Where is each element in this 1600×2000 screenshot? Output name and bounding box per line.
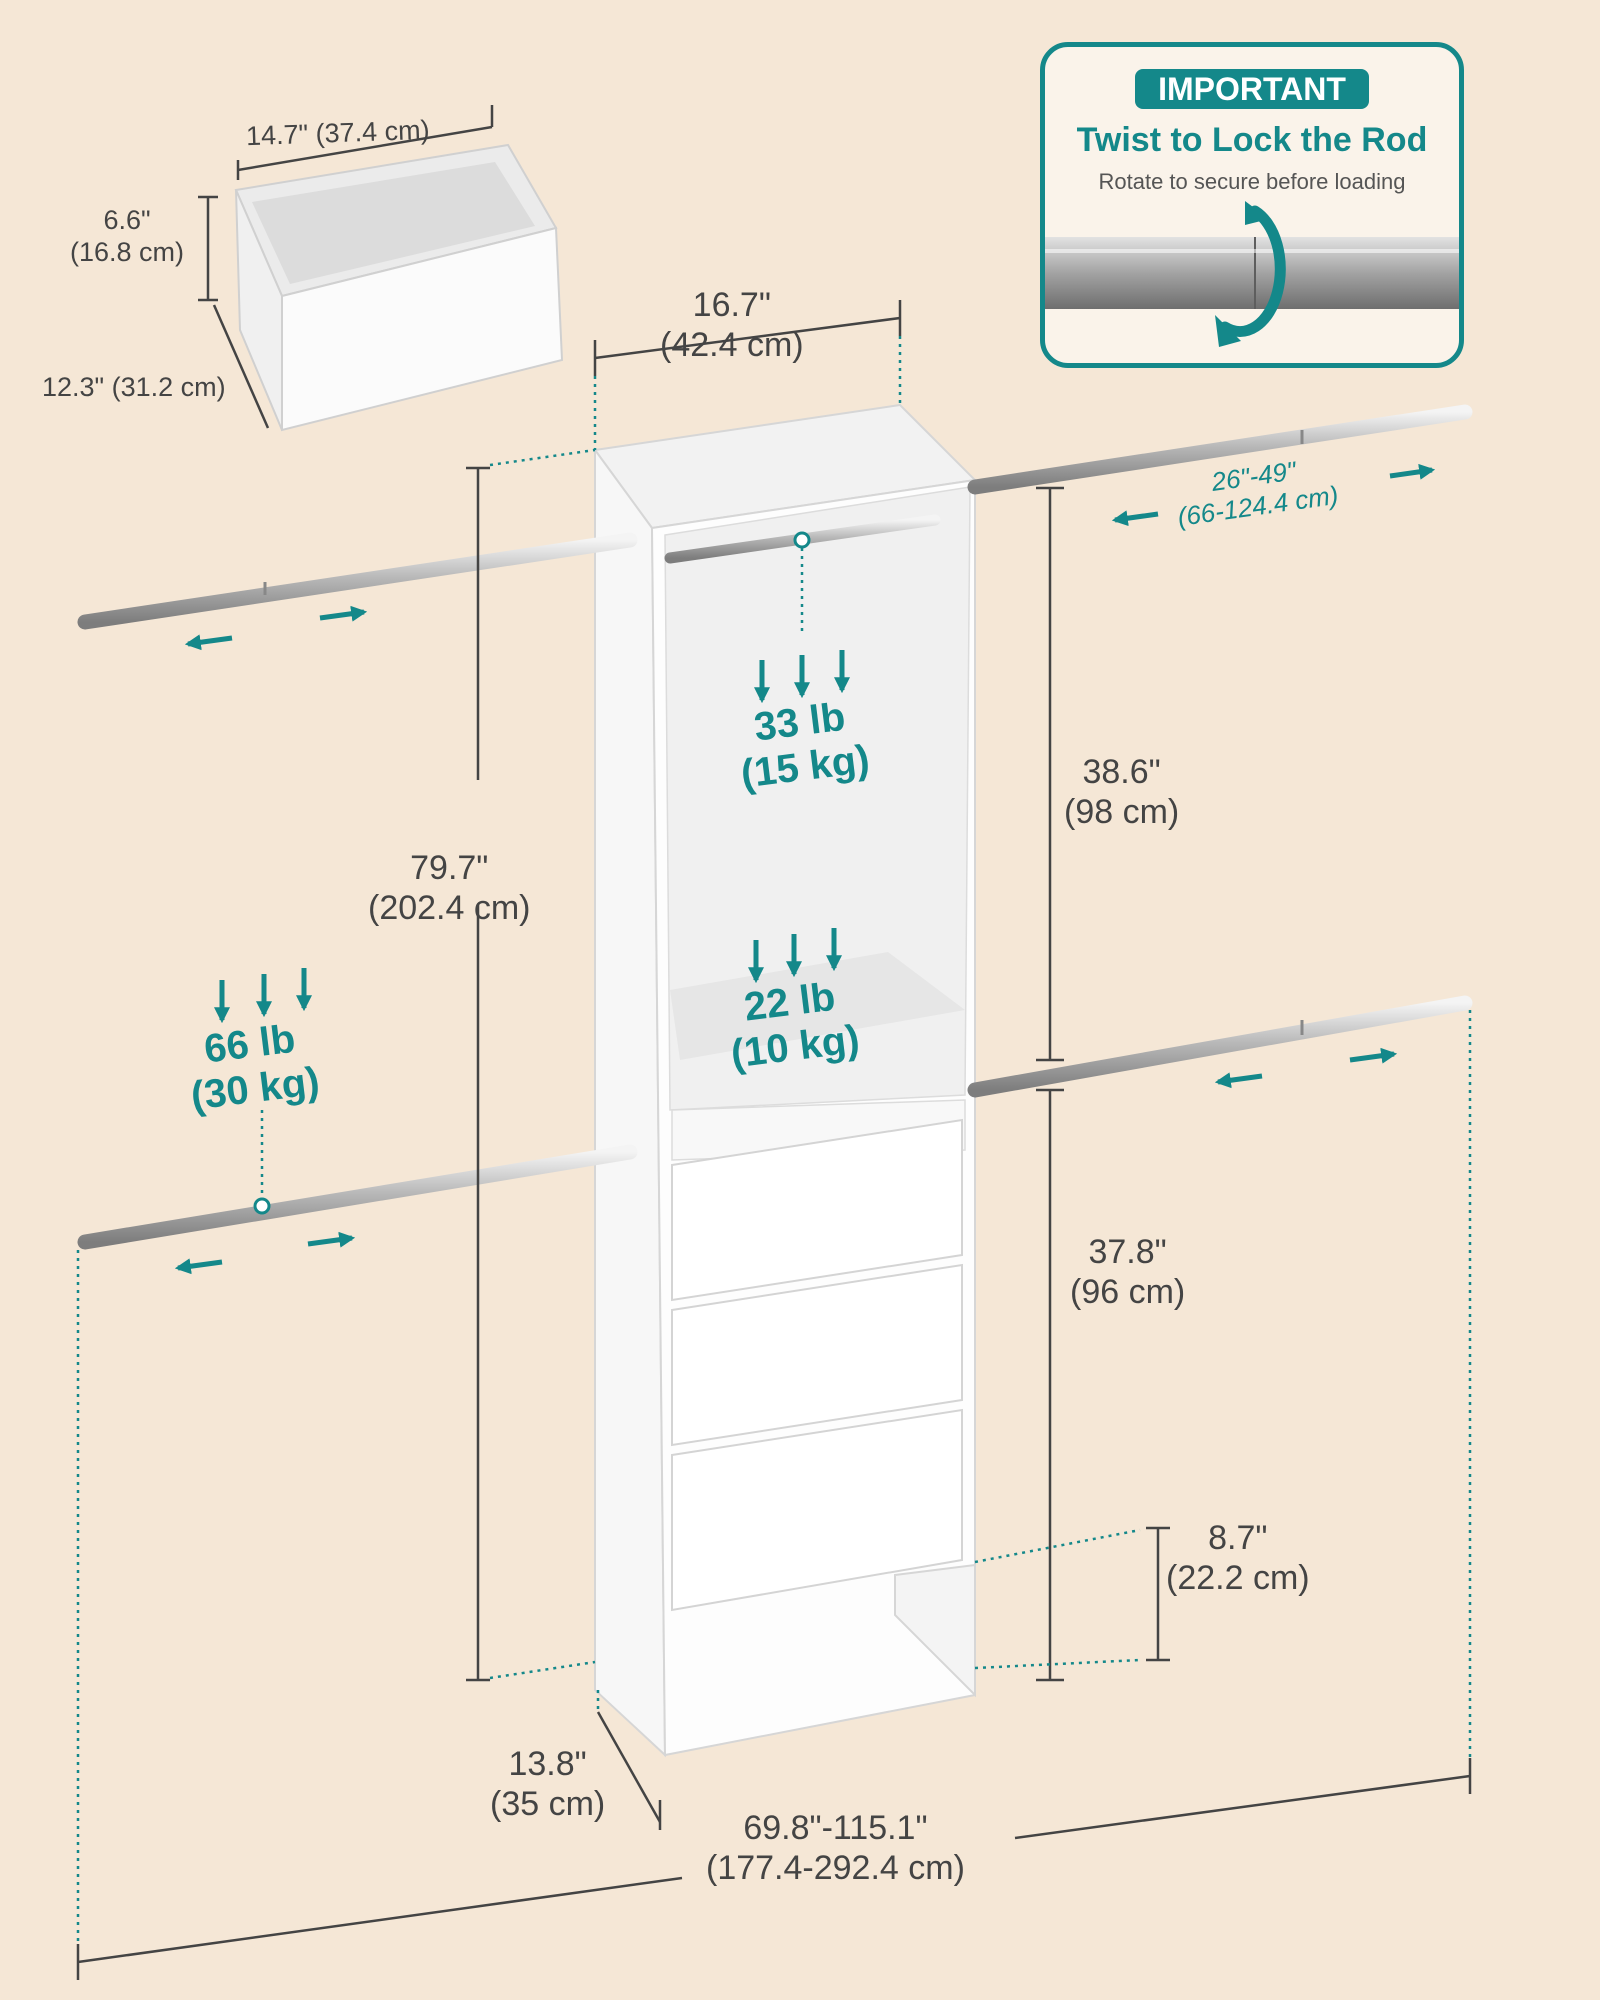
tower-depth-dim: 13.8" (35 cm) [490, 1745, 606, 1824]
shelf-load: 22 lb (10 kg) [728, 974, 862, 1077]
callout-title: Twist to Lock the Rod [1076, 121, 1428, 159]
inner-rod-load: 33 lb (15 kg) [738, 694, 872, 797]
tower-height-dim: 79.7" (202.4 cm) [368, 849, 531, 928]
drawer-width-dim: 14.7" (37.4 cm) [245, 114, 431, 152]
extendable-rods [77, 404, 1473, 1250]
important-badge: IMPORTANT [1135, 69, 1369, 109]
drawer-illustration [234, 143, 564, 432]
tower-width-dim: 16.7" (42.4 cm) [660, 286, 804, 365]
dimension-lines [76, 105, 1472, 1980]
drawer-depth-dim: 12.3" (31.2 cm) [42, 372, 226, 402]
callout-subtitle: Rotate to secure before loading [1098, 169, 1406, 194]
total-width-dim: 69.8"-115.1" (177.4-292.4 cm) [706, 1809, 965, 1888]
twist-lock-illustration [1045, 201, 1459, 347]
base-clearance-dim: 8.7" (22.2 cm) [1166, 1519, 1310, 1598]
leader-lines [76, 336, 1472, 1944]
closet-tower [593, 403, 978, 1758]
extension-arrows [174, 463, 1436, 1275]
upper-clearance-dim: 38.6" (98 cm) [1064, 753, 1180, 832]
load-point-marker [253, 1197, 271, 1215]
lower-clearance-dim: 37.8" (96 cm) [1070, 1233, 1186, 1312]
load-point-marker [793, 531, 811, 549]
load-arrows [213, 650, 851, 1024]
important-callout: IMPORTANT Twist to Lock the Rod Rotate t… [1040, 42, 1464, 368]
drawer-height-dim: 6.6" (16.8 cm) [70, 205, 185, 267]
side-rod-load: 66 lb (30 kg) [188, 1016, 322, 1119]
